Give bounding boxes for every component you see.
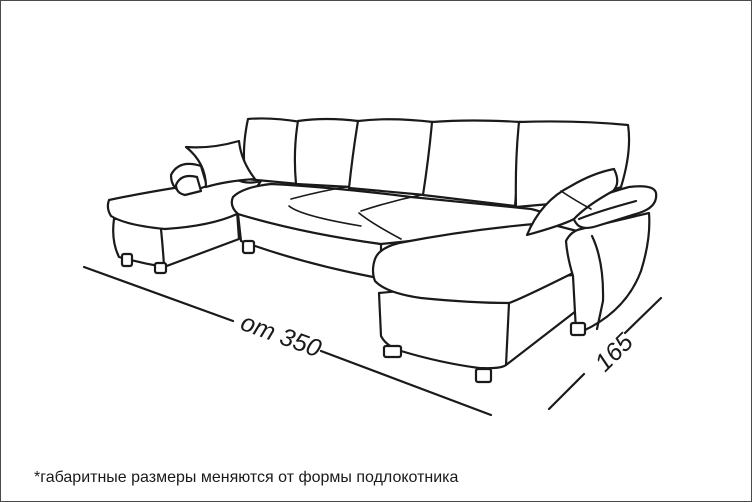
left-chaise bbox=[106, 177, 263, 275]
back-cushion-4 bbox=[421, 119, 523, 208]
middle-seat-leg bbox=[241, 239, 256, 255]
middle-seat-top bbox=[230, 182, 553, 246]
back-cushion-3 bbox=[347, 118, 435, 197]
right-armrest-leg bbox=[569, 321, 587, 337]
right-armrest bbox=[564, 185, 658, 337]
middle-seat bbox=[230, 182, 553, 279]
back-cushion-2 bbox=[293, 117, 360, 189]
right-chaise-leg-2 bbox=[474, 367, 493, 384]
left-chaise-leg-2 bbox=[153, 261, 168, 275]
right-chaise-leg-1 bbox=[382, 344, 403, 359]
left-armrest bbox=[169, 162, 209, 197]
right-chaise-seat bbox=[371, 221, 583, 305]
left-chaise-leg-1 bbox=[120, 252, 134, 268]
left-pillow bbox=[184, 139, 257, 189]
footnote: *габаритные размеры меняются от формы по… bbox=[34, 469, 459, 486]
depth-label: 165 bbox=[589, 328, 638, 377]
right-armrest-body bbox=[564, 211, 651, 333]
right-chaise bbox=[371, 221, 583, 384]
length-label: от 350 bbox=[237, 308, 325, 363]
